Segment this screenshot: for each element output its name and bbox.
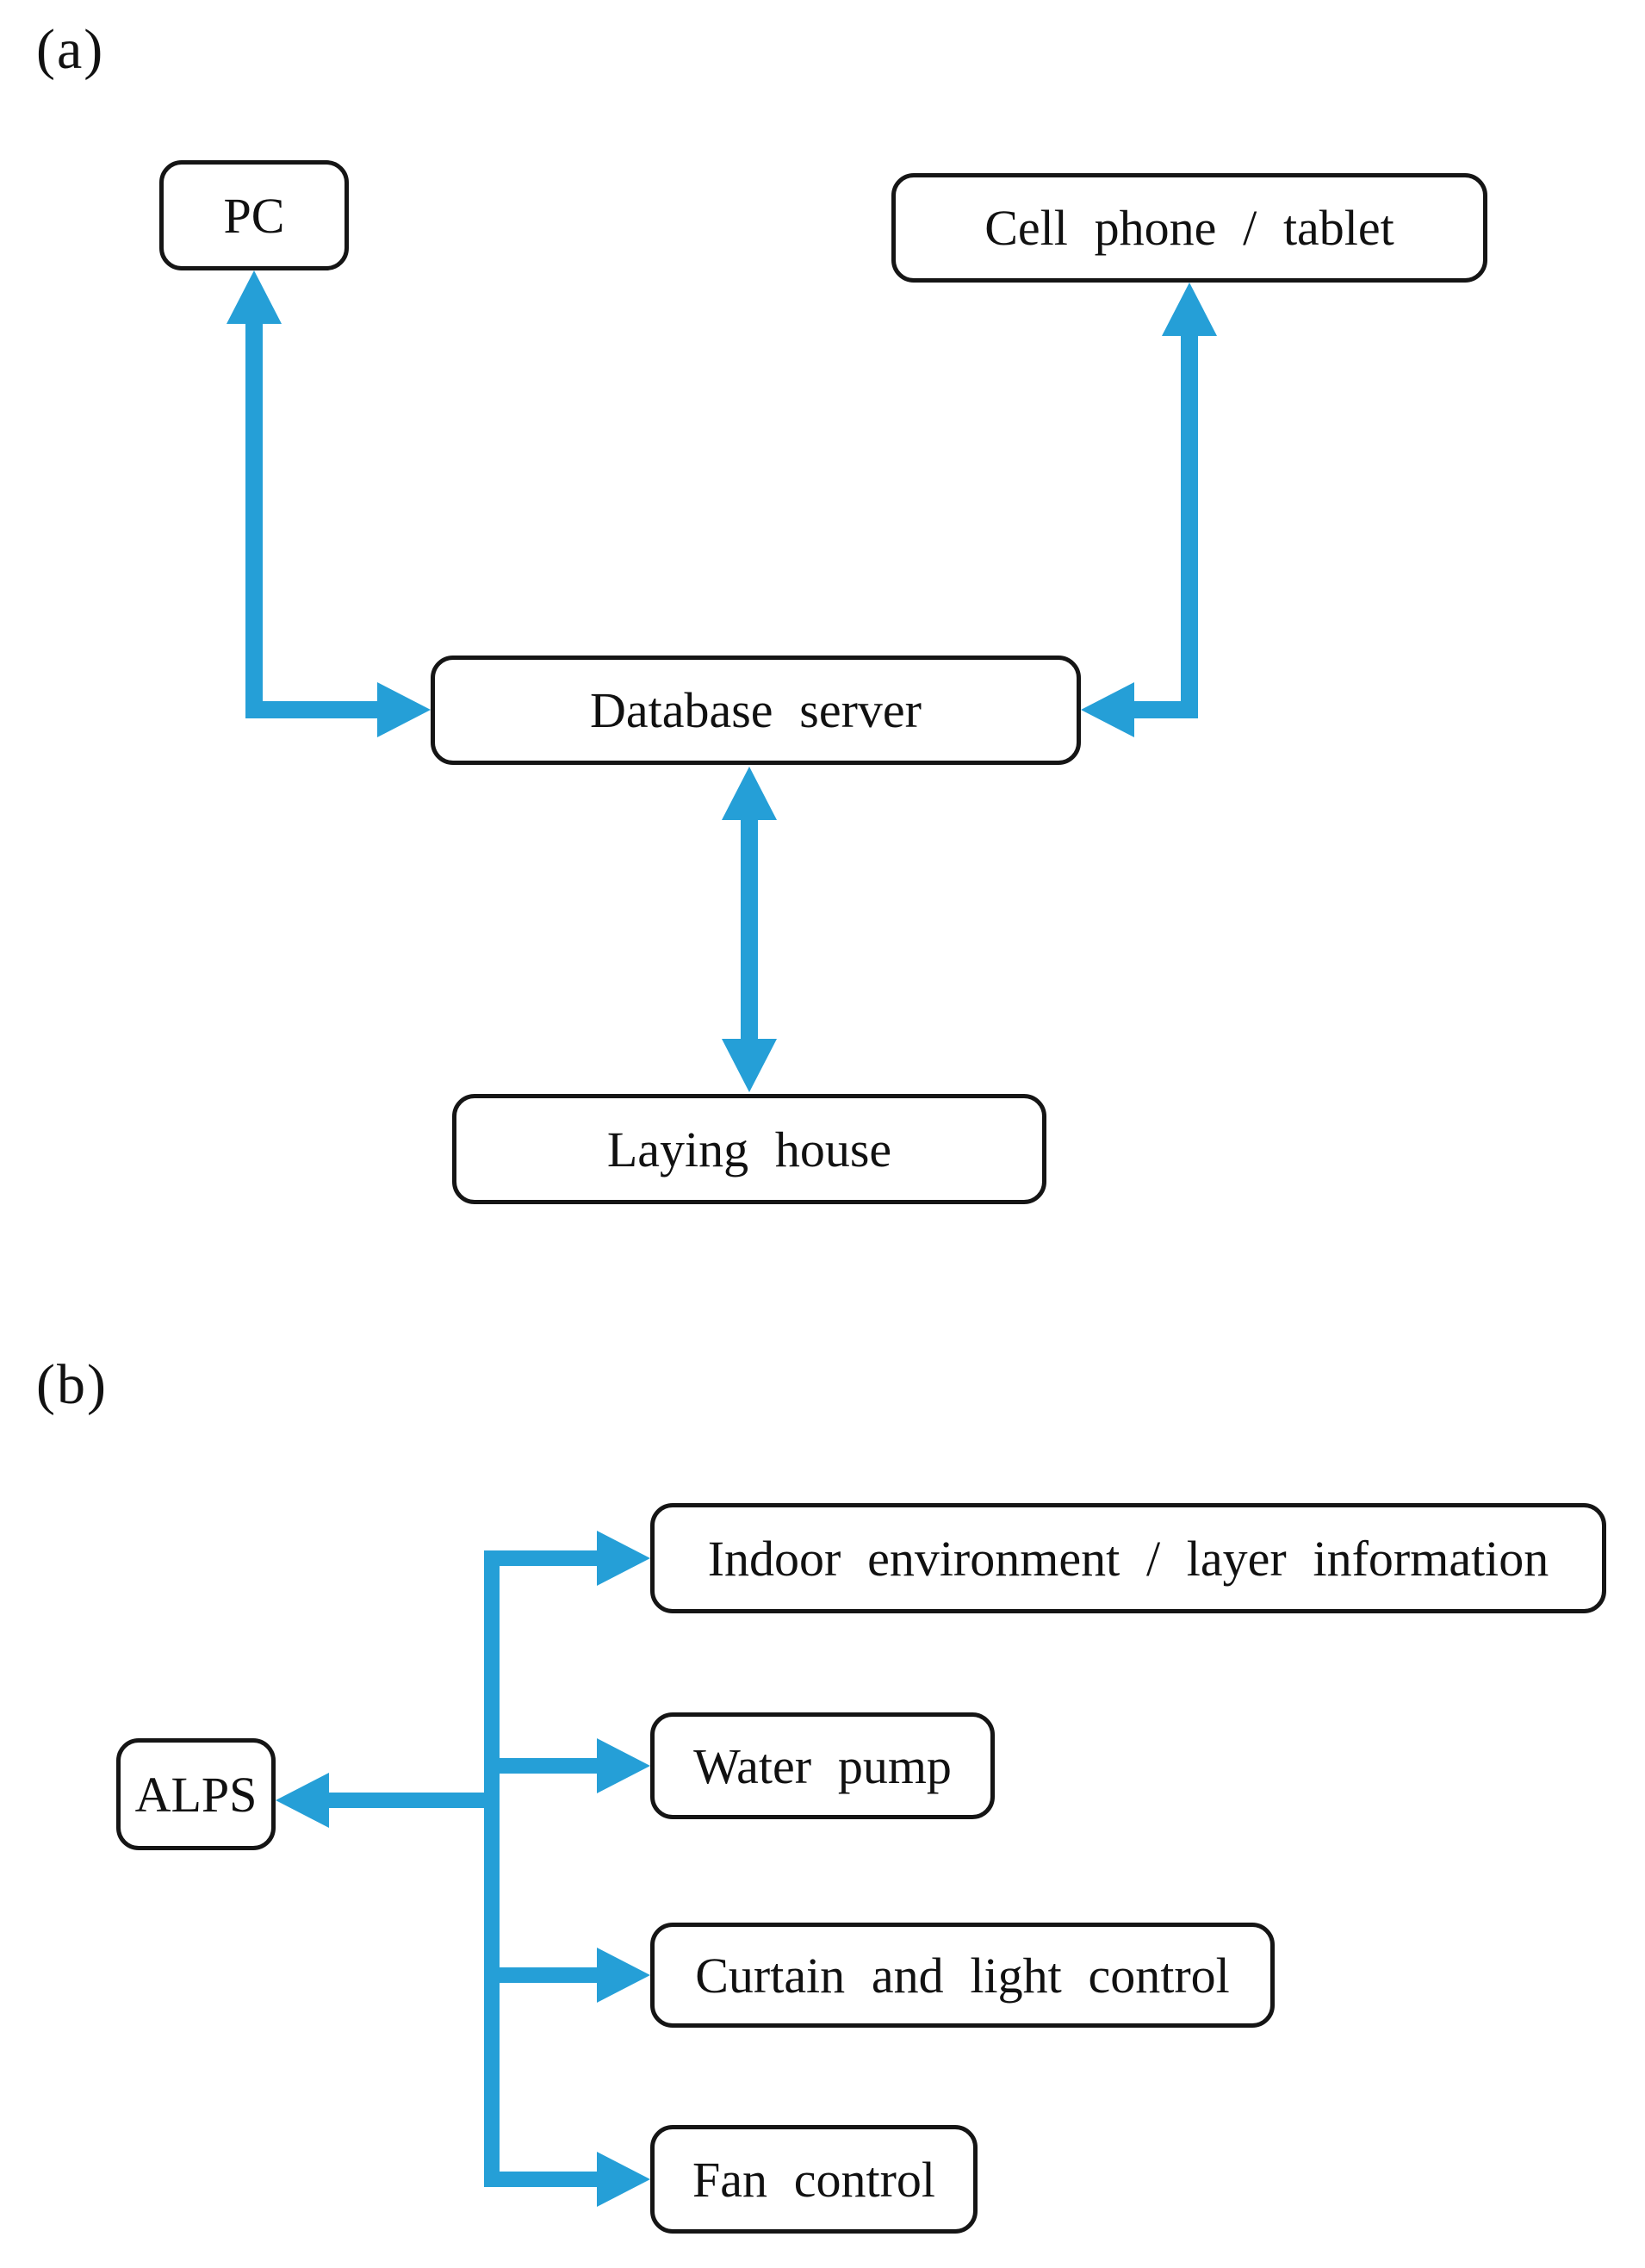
panel-b-label: (b) xyxy=(36,1353,108,1416)
arrow-database-laying-vertical-line xyxy=(741,815,758,1044)
panel-a-label: (a) xyxy=(36,18,105,81)
node-indoor-environment-label: Indoor environment / layer information xyxy=(707,1530,1549,1587)
branch-alps-line xyxy=(329,1793,492,1808)
node-indoor-environment: Indoor environment / layer information xyxy=(650,1503,1606,1613)
node-cell-phone-tablet: Cell phone / tablet xyxy=(891,173,1487,283)
branch-curtain-line xyxy=(484,1967,600,1983)
node-fan-control: Fan control xyxy=(650,2125,978,2234)
arrowhead-into-indoor-icon xyxy=(597,1531,650,1586)
arrowhead-into-database-left-icon xyxy=(377,682,431,737)
arrowhead-into-curtain-icon xyxy=(597,1948,650,2003)
arrowhead-into-database-right-icon xyxy=(1081,682,1134,737)
arrowhead-into-fan-icon xyxy=(597,2152,650,2207)
node-cell-phone-tablet-label: Cell phone / tablet xyxy=(984,200,1394,256)
arrowhead-into-cell-phone-icon xyxy=(1162,283,1217,336)
arrow-cell-database-vertical-line xyxy=(1181,329,1198,718)
arrow-pc-database-vertical-line xyxy=(245,317,263,718)
trunk-vertical-line xyxy=(484,1550,500,2187)
node-water-pump-label: Water pump xyxy=(693,1737,952,1794)
arrow-cell-database-horizontal-line xyxy=(1133,701,1198,718)
arrowhead-into-database-bottom-icon xyxy=(722,767,777,820)
arrowhead-into-laying-house-icon xyxy=(722,1039,777,1092)
node-database-server-label: Database server xyxy=(590,682,922,738)
node-pc: PC xyxy=(159,160,349,270)
node-water-pump: Water pump xyxy=(650,1712,995,1819)
node-curtain-light-control-label: Curtain and light control xyxy=(695,1947,1230,2004)
node-laying-house-label: Laying house xyxy=(606,1121,892,1177)
arrowhead-into-alps-icon xyxy=(276,1773,329,1828)
arrowhead-into-water-pump-icon xyxy=(597,1738,650,1793)
node-alps: ALPS xyxy=(116,1738,276,1850)
node-alps-label: ALPS xyxy=(134,1766,258,1823)
node-database-server: Database server xyxy=(431,656,1081,765)
node-laying-house: Laying house xyxy=(452,1094,1046,1204)
arrow-pc-database-horizontal-line xyxy=(245,701,379,718)
arrowhead-into-pc-icon xyxy=(227,270,282,324)
branch-fan-line xyxy=(484,2172,600,2187)
branch-indoor-line xyxy=(484,1550,600,1566)
node-pc-label: PC xyxy=(223,187,285,244)
node-fan-control-label: Fan control xyxy=(692,2151,936,2208)
node-curtain-light-control: Curtain and light control xyxy=(650,1923,1275,2028)
branch-water-pump-line xyxy=(492,1758,600,1774)
